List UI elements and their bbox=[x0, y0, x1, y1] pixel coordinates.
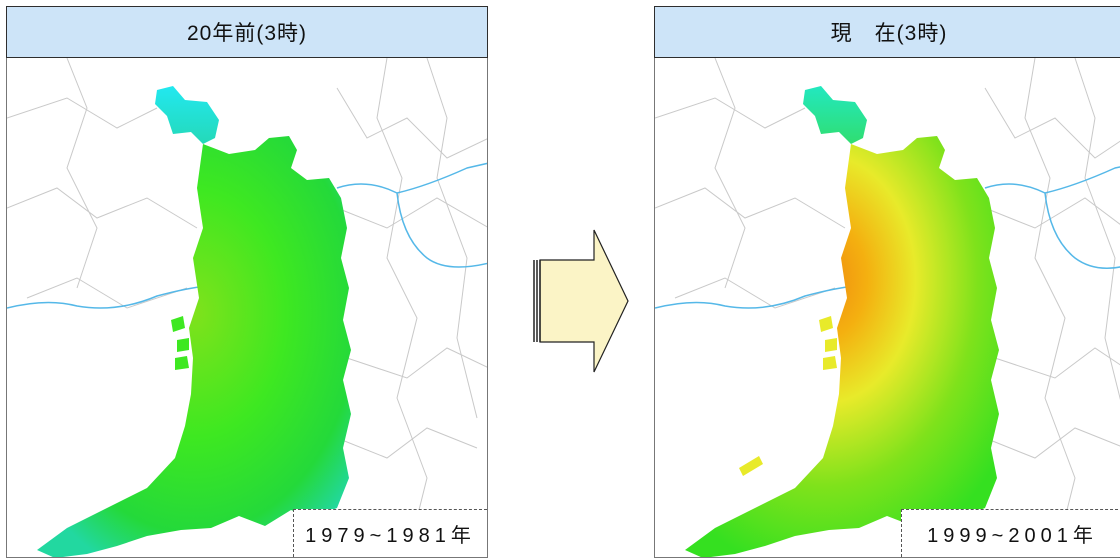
past-panel-title: 20年前(3時) bbox=[6, 6, 488, 58]
rivers bbox=[655, 166, 1120, 309]
present-year-range: 1999~2001年 bbox=[901, 509, 1120, 557]
northern-district bbox=[155, 86, 219, 144]
past-panel: 20年前(3時) bbox=[6, 6, 490, 558]
right-block-arrow-icon bbox=[533, 229, 629, 373]
municipal-boundaries bbox=[7, 58, 487, 557]
present-panel-title: 現 在(3時) bbox=[654, 6, 1120, 58]
past-year-range: 1979~1981年 bbox=[293, 509, 487, 557]
present-map: 1999~2001年 bbox=[654, 58, 1120, 558]
present-panel: 現 在(3時) bbox=[654, 6, 1120, 558]
past-map: 1979~1981年 bbox=[6, 58, 488, 558]
coastal-islands bbox=[171, 316, 189, 370]
northern-district bbox=[803, 86, 867, 144]
prefecture-shape bbox=[37, 136, 351, 557]
rivers bbox=[7, 162, 487, 309]
municipal-boundaries bbox=[655, 58, 1120, 557]
past-temperature-map bbox=[7, 58, 487, 557]
coastal-islands bbox=[739, 316, 837, 476]
present-temperature-map bbox=[655, 58, 1120, 557]
prefecture-shape bbox=[685, 136, 999, 557]
